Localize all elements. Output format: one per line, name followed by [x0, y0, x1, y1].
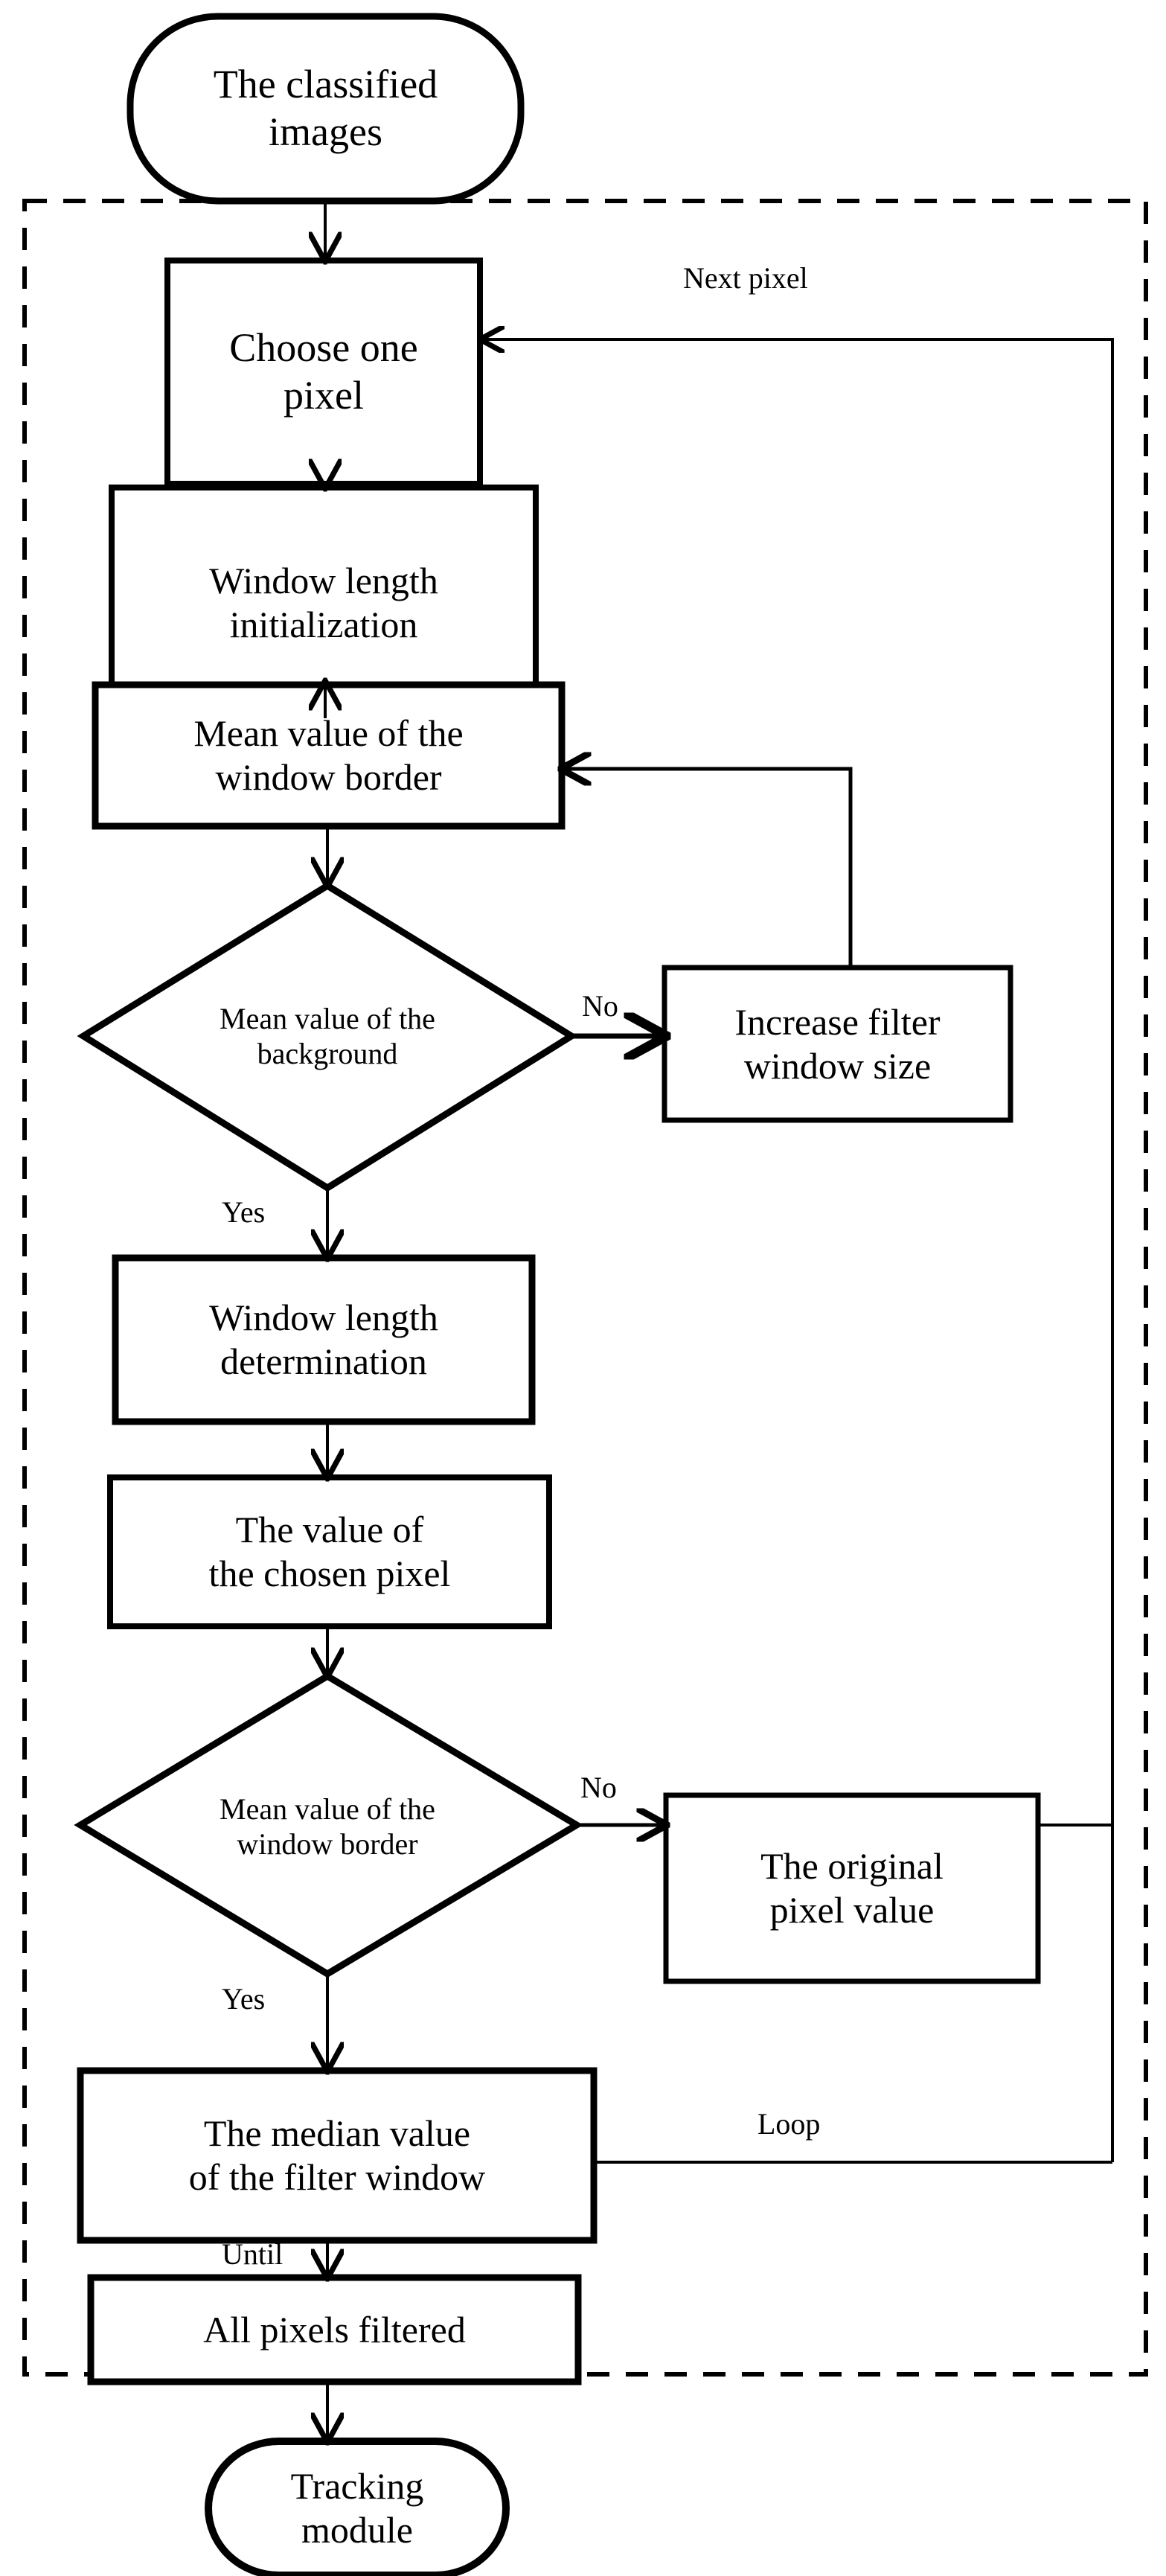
node-original-shape: [663, 1792, 1041, 1984]
edge-label-next-pixel: Next pixel: [683, 261, 808, 295]
edge-label-decide1-yes: Yes: [222, 1195, 266, 1229]
edge-right-bus-to-choose: [482, 339, 1114, 2162]
node-choose-shape: [164, 258, 483, 487]
node-meanborder-shape: [92, 681, 566, 830]
module-group-dashed-box: [22, 199, 1148, 2377]
node-increase-shape: [662, 965, 1013, 1123]
node-median-shape: [77, 2067, 598, 2244]
node-decide1-shape: [77, 881, 578, 1192]
node-decide2-shape: [74, 1672, 583, 1978]
edge-increase-to-meanborder: [563, 769, 853, 968]
edge-label-decide2-no: No: [580, 1771, 617, 1804]
edge-label-until: Until: [222, 2237, 284, 2271]
node-determine-shape: [112, 1254, 536, 1425]
node-chosenvalue-shape: [107, 1474, 552, 1629]
edge-label-decide2-yes: Yes: [222, 1982, 266, 2016]
node-allpixels-shape: [87, 2274, 582, 2385]
node-end-shape: [205, 2438, 510, 2576]
edge-label-loop: Loop: [757, 2107, 821, 2141]
node-start-shape: [126, 13, 525, 205]
edge-label-decide1-no: No: [582, 989, 618, 1023]
